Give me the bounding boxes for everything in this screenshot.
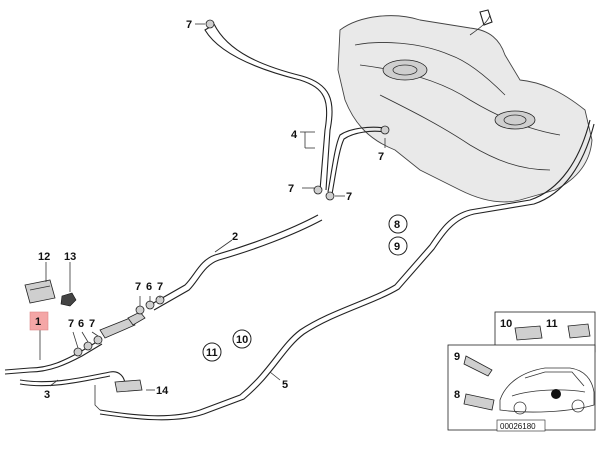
- bracket-12: [24, 279, 56, 304]
- callout-10: 10: [236, 334, 248, 346]
- callout-7f: 7: [157, 281, 163, 293]
- callout-3: 3: [44, 389, 50, 401]
- pipe-pair-upper: [204, 23, 386, 195]
- inset-panel: 10 11 9 8: [447, 311, 596, 431]
- callout-9: 9: [394, 241, 400, 253]
- inset-callout-11: 11: [546, 318, 558, 330]
- callout-13: 13: [64, 251, 76, 263]
- callout-7e: 7: [135, 281, 141, 293]
- pipe-3: [4, 339, 126, 411]
- clip-14: [114, 379, 143, 393]
- callout-7a: 7: [186, 19, 192, 31]
- diagram-code: 00026180: [500, 422, 536, 431]
- callout-8: 8: [394, 219, 400, 231]
- pipe-5: [99, 119, 595, 421]
- inset-callout-8: 8: [454, 389, 460, 401]
- nut-13: [60, 292, 77, 307]
- callout-6a: 6: [146, 281, 152, 293]
- callout-1: 1: [35, 316, 41, 328]
- inset-callout-10: 10: [500, 318, 512, 330]
- callout-7h: 7: [89, 318, 95, 330]
- callout-1-highlight: 1: [29, 311, 49, 331]
- callout-7g: 7: [68, 318, 74, 330]
- callouts: 7 4 7 7 7 2 12 13 7 6 7 7 6 7 3 14 5: [38, 19, 384, 401]
- callout-4: 4: [291, 129, 298, 141]
- callout-11: 11: [206, 347, 218, 359]
- callout-12: 12: [38, 251, 50, 263]
- car-silhouette: [499, 367, 595, 415]
- callout-7c: 7: [288, 183, 294, 195]
- callout-14: 14: [156, 385, 169, 397]
- callout-7d: 7: [346, 191, 352, 203]
- callout-7b: 7: [378, 151, 384, 163]
- leader-lines: [39, 23, 386, 391]
- fuel-filter: [99, 311, 146, 339]
- callout-2: 2: [232, 231, 238, 243]
- pipe-2: [149, 214, 323, 311]
- fuel-tank: [337, 9, 593, 203]
- diagram-code-box: 00026180: [496, 419, 546, 432]
- inset-callout-9: 9: [454, 351, 460, 363]
- callout-5: 5: [282, 379, 288, 391]
- callout-6b: 6: [78, 318, 84, 330]
- circled-callouts: 8 9 10 11: [202, 214, 408, 362]
